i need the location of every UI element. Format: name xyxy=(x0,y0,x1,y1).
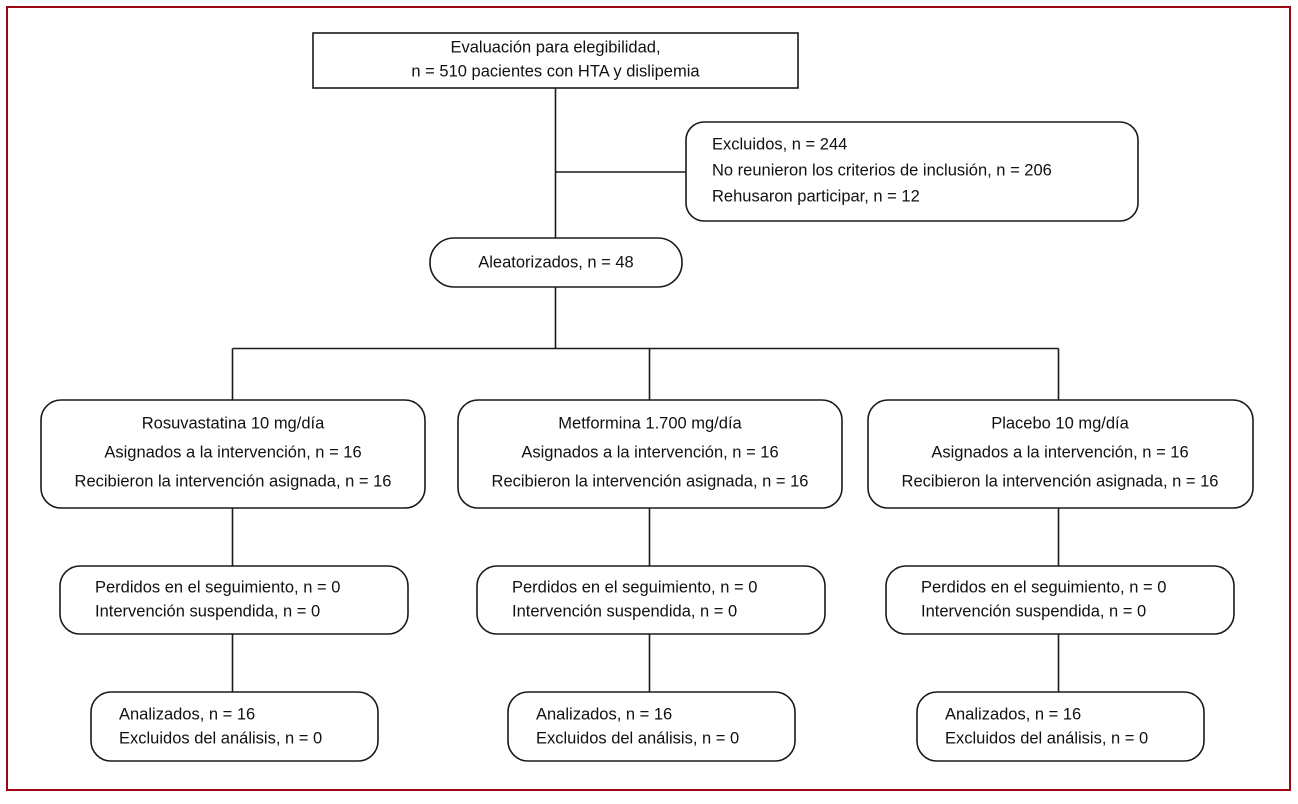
node-arm-left-followup[interactable]: Perdidos en el seguimiento, n = 0 Interv… xyxy=(59,565,409,635)
node-arm-middle-allocation[interactable]: Metformina 1.700 mg/día Asignados a la i… xyxy=(457,399,843,509)
node-arm-right-followup-line-2: Intervención suspendida, n = 0 xyxy=(921,602,1146,620)
connector-group xyxy=(231,88,1060,692)
node-arm-right-allocation-line-3: Recibieron la intervención asignada, n =… xyxy=(902,472,1219,490)
node-randomized-line-1: Aleatorizados, n = 48 xyxy=(478,253,633,271)
node-excluded-line-1: Excluidos, n = 244 xyxy=(712,135,847,153)
node-arm-right-allocation-box xyxy=(867,399,1254,509)
node-arm-right-followup-line-1: Perdidos en el seguimiento, n = 0 xyxy=(921,578,1166,596)
node-arm-left-allocation-line-1: Rosuvastatina 10 mg/día xyxy=(142,414,325,432)
node-arm-middle-analysis-box xyxy=(507,691,796,762)
node-arm-middle-followup-line-1: Perdidos en el seguimiento, n = 0 xyxy=(512,578,757,596)
node-arm-left-followup-line-2: Intervención suspendida, n = 0 xyxy=(95,602,320,620)
node-arm-left-analysis[interactable]: Analizados, n = 16 Excluidos del análisi… xyxy=(90,691,379,762)
node-arm-left-analysis-line-2: Excluidos del análisis, n = 0 xyxy=(119,729,322,747)
node-arm-left-allocation-line-2: Asignados a la intervención, n = 16 xyxy=(104,443,361,461)
node-arm-right-analysis-line-1: Analizados, n = 16 xyxy=(945,705,1081,723)
node-eligibility[interactable]: Evaluación para elegibilidad, n = 510 pa… xyxy=(312,32,799,89)
node-eligibility-box xyxy=(312,32,799,89)
node-randomized-box xyxy=(429,237,683,288)
node-arm-right-followup[interactable]: Perdidos en el seguimiento, n = 0 Interv… xyxy=(885,565,1235,635)
node-arm-middle-allocation-line-3: Recibieron la intervención asignada, n =… xyxy=(492,472,809,490)
node-arm-right-analysis[interactable]: Analizados, n = 16 Excluidos del análisi… xyxy=(916,691,1205,762)
node-arm-middle-analysis-line-2: Excluidos del análisis, n = 0 xyxy=(536,729,739,747)
node-excluded-line-3: Rehusaron participar, n = 12 xyxy=(712,187,920,205)
node-arm-left-followup-line-1: Perdidos en el seguimiento, n = 0 xyxy=(95,578,340,596)
node-arm-left-analysis-line-1: Analizados, n = 16 xyxy=(119,705,255,723)
node-arm-left-allocation-box xyxy=(40,399,426,509)
node-arm-right-followup-box xyxy=(885,565,1235,635)
node-arm-middle-allocation-box xyxy=(457,399,843,509)
node-arm-left-followup-box xyxy=(59,565,409,635)
node-randomized[interactable]: Aleatorizados, n = 48 xyxy=(429,237,683,288)
node-arm-left-allocation-line-3: Recibieron la intervención asignada, n =… xyxy=(75,472,392,490)
node-arm-middle-allocation-line-2: Asignados a la intervención, n = 16 xyxy=(521,443,778,461)
node-arm-left-analysis-box xyxy=(90,691,379,762)
node-arm-middle-allocation-line-1: Metformina 1.700 mg/día xyxy=(558,414,742,432)
node-excluded-box xyxy=(685,121,1139,222)
node-arm-right-allocation-line-1: Placebo 10 mg/día xyxy=(991,414,1129,432)
node-excluded-line-2: No reunieron los criterios de inclusión,… xyxy=(712,161,1052,179)
node-arm-middle-followup-box xyxy=(476,565,826,635)
node-arm-right-analysis-box xyxy=(916,691,1205,762)
node-eligibility-line-2: n = 510 pacientes con HTA y dislipemia xyxy=(411,62,700,80)
node-arm-middle-analysis-line-1: Analizados, n = 16 xyxy=(536,705,672,723)
node-arm-left-allocation[interactable]: Rosuvastatina 10 mg/día Asignados a la i… xyxy=(40,399,426,509)
node-arm-middle-analysis[interactable]: Analizados, n = 16 Excluidos del análisi… xyxy=(507,691,796,762)
node-eligibility-line-1: Evaluación para elegibilidad, xyxy=(450,38,660,56)
node-arm-right-analysis-line-2: Excluidos del análisis, n = 0 xyxy=(945,729,1148,747)
node-arm-middle-followup-line-2: Intervención suspendida, n = 0 xyxy=(512,602,737,620)
node-arm-middle-followup[interactable]: Perdidos en el seguimiento, n = 0 Interv… xyxy=(476,565,826,635)
node-excluded[interactable]: Excluidos, n = 244 No reunieron los crit… xyxy=(685,121,1139,222)
node-arm-right-allocation-line-2: Asignados a la intervención, n = 16 xyxy=(931,443,1188,461)
node-arm-right-allocation[interactable]: Placebo 10 mg/día Asignados a la interve… xyxy=(867,399,1254,509)
